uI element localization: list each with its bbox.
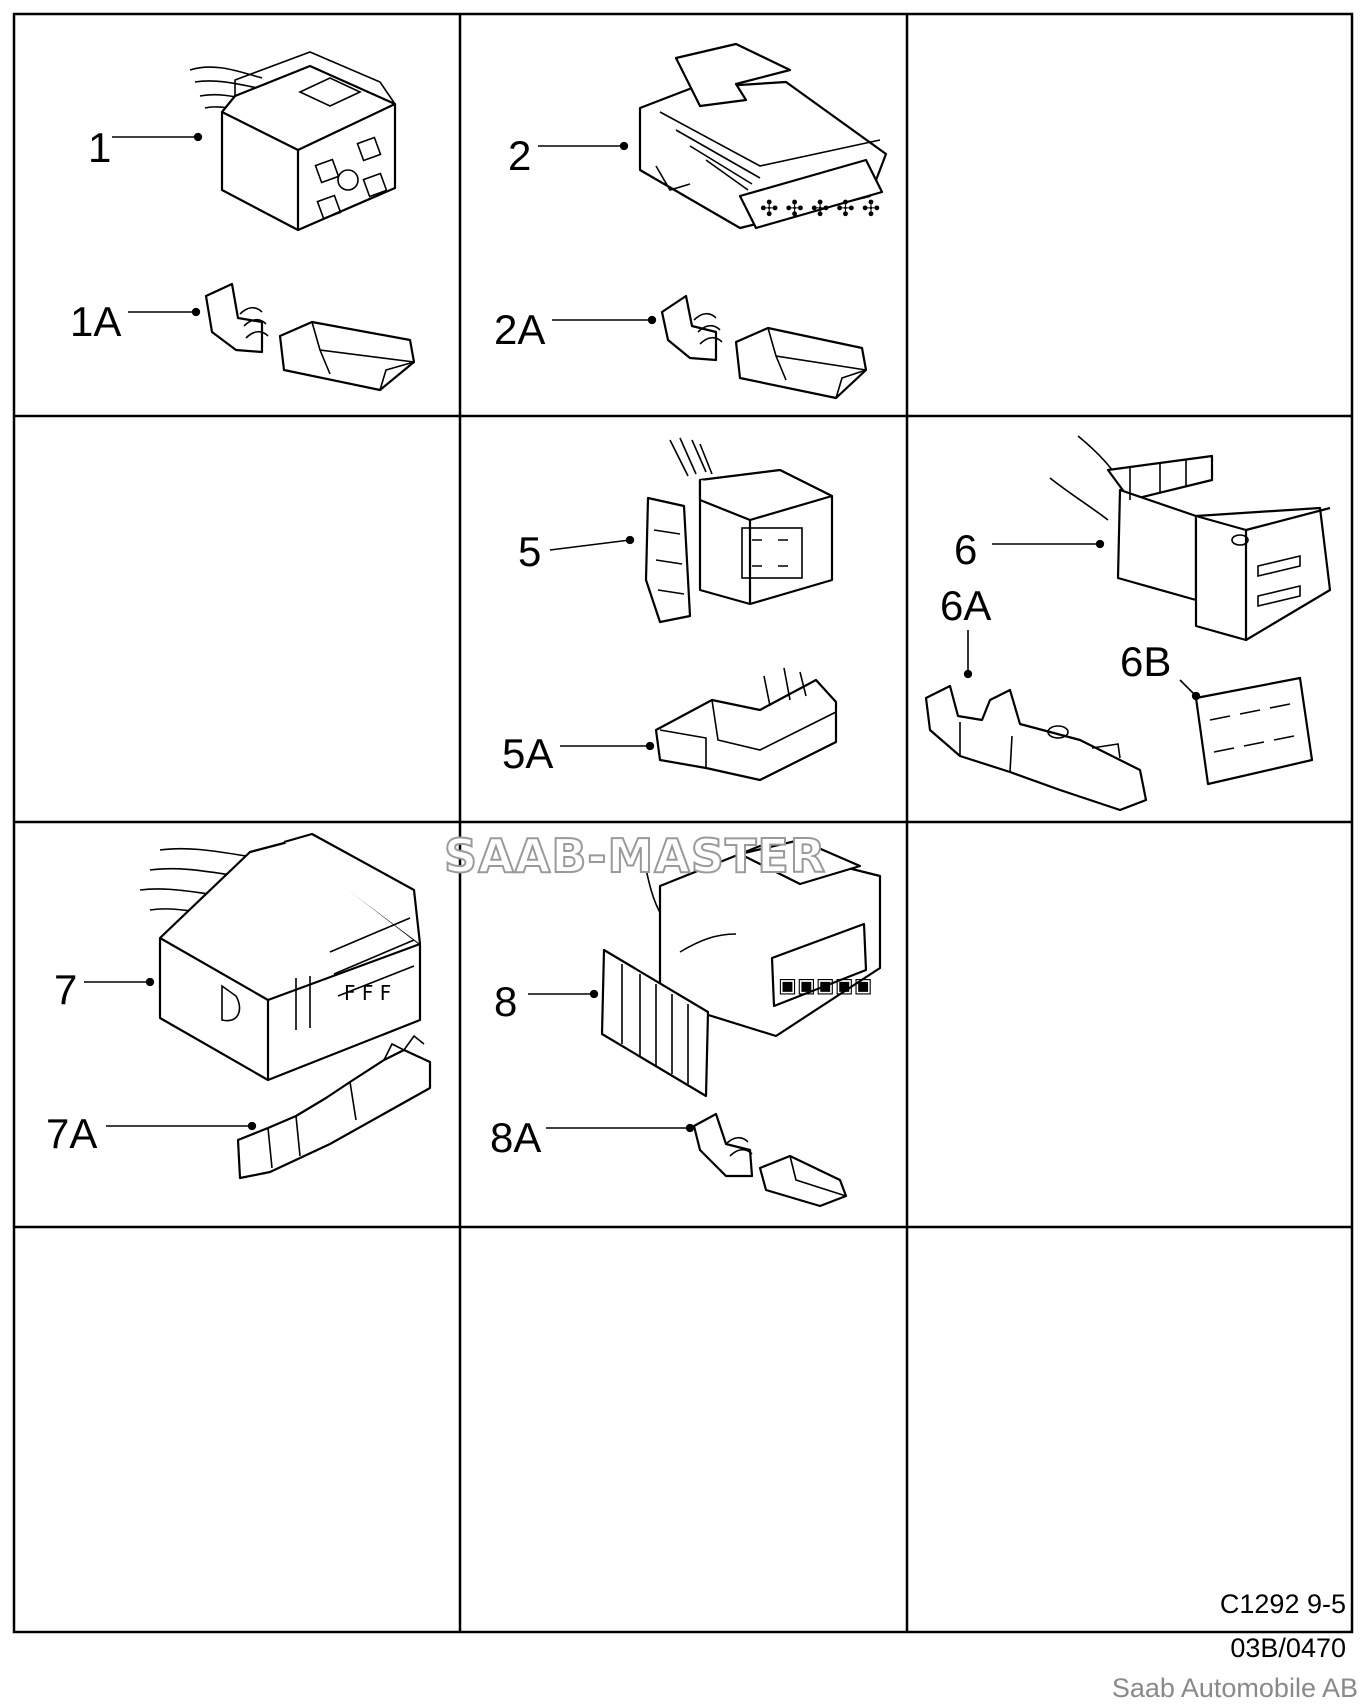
figure-code: C1292 9-5: [1220, 1589, 1346, 1619]
terminal-8a-drawing: [692, 1112, 848, 1208]
terminal-2a-drawing: [660, 294, 868, 400]
seal-6b-drawing: [1194, 676, 1314, 786]
label-part-5: 5: [518, 528, 541, 575]
label-part-2a: 2A: [494, 306, 545, 353]
terminal-1a-drawing: [204, 282, 416, 392]
svg-text:▣▣▣▣▣: ▣▣▣▣▣: [778, 973, 872, 997]
grid-frame: [12, 12, 1354, 1634]
connector-6-drawing: [1049, 435, 1332, 642]
label-part-1: 1: [88, 124, 111, 171]
terminal-5a-drawing: [654, 667, 838, 782]
connector-5-drawing: [644, 437, 834, 624]
terminal-7a-drawing: [236, 1034, 432, 1180]
label-part-5a: 5A: [502, 730, 553, 777]
label-part-6a: 6A: [940, 582, 991, 629]
company-name: Saab Automobile AB: [1112, 1673, 1358, 1703]
label-part-8a: 8A: [490, 1114, 541, 1161]
svg-text:✣ ✣ ✣ ✣ ✣: ✣ ✣ ✣ ✣ ✣: [760, 197, 880, 222]
label-part-1a: 1A: [70, 298, 121, 345]
reference-code: 03B/0470: [1230, 1633, 1346, 1663]
label-part-7a: 7A: [46, 1110, 97, 1157]
label-part-6: 6: [954, 526, 977, 573]
terminal-6a-drawing: [924, 684, 1148, 812]
connector-7-drawing: F F F: [139, 832, 422, 1082]
connector-2-drawing: ✣ ✣ ✣ ✣ ✣: [638, 42, 888, 230]
label-part-7: 7: [54, 966, 77, 1013]
leader-lines: [84, 132, 1201, 1133]
connector-1-drawing: [189, 51, 397, 232]
label-part-8: 8: [494, 978, 517, 1025]
connector-8-drawing: ▣▣▣▣▣: [600, 838, 882, 1098]
svg-text:F F F: F F F: [344, 981, 391, 1005]
label-part-6b: 6B: [1120, 638, 1171, 685]
watermark: SAAB-MASTER: [444, 829, 826, 883]
label-part-2: 2: [508, 132, 531, 179]
